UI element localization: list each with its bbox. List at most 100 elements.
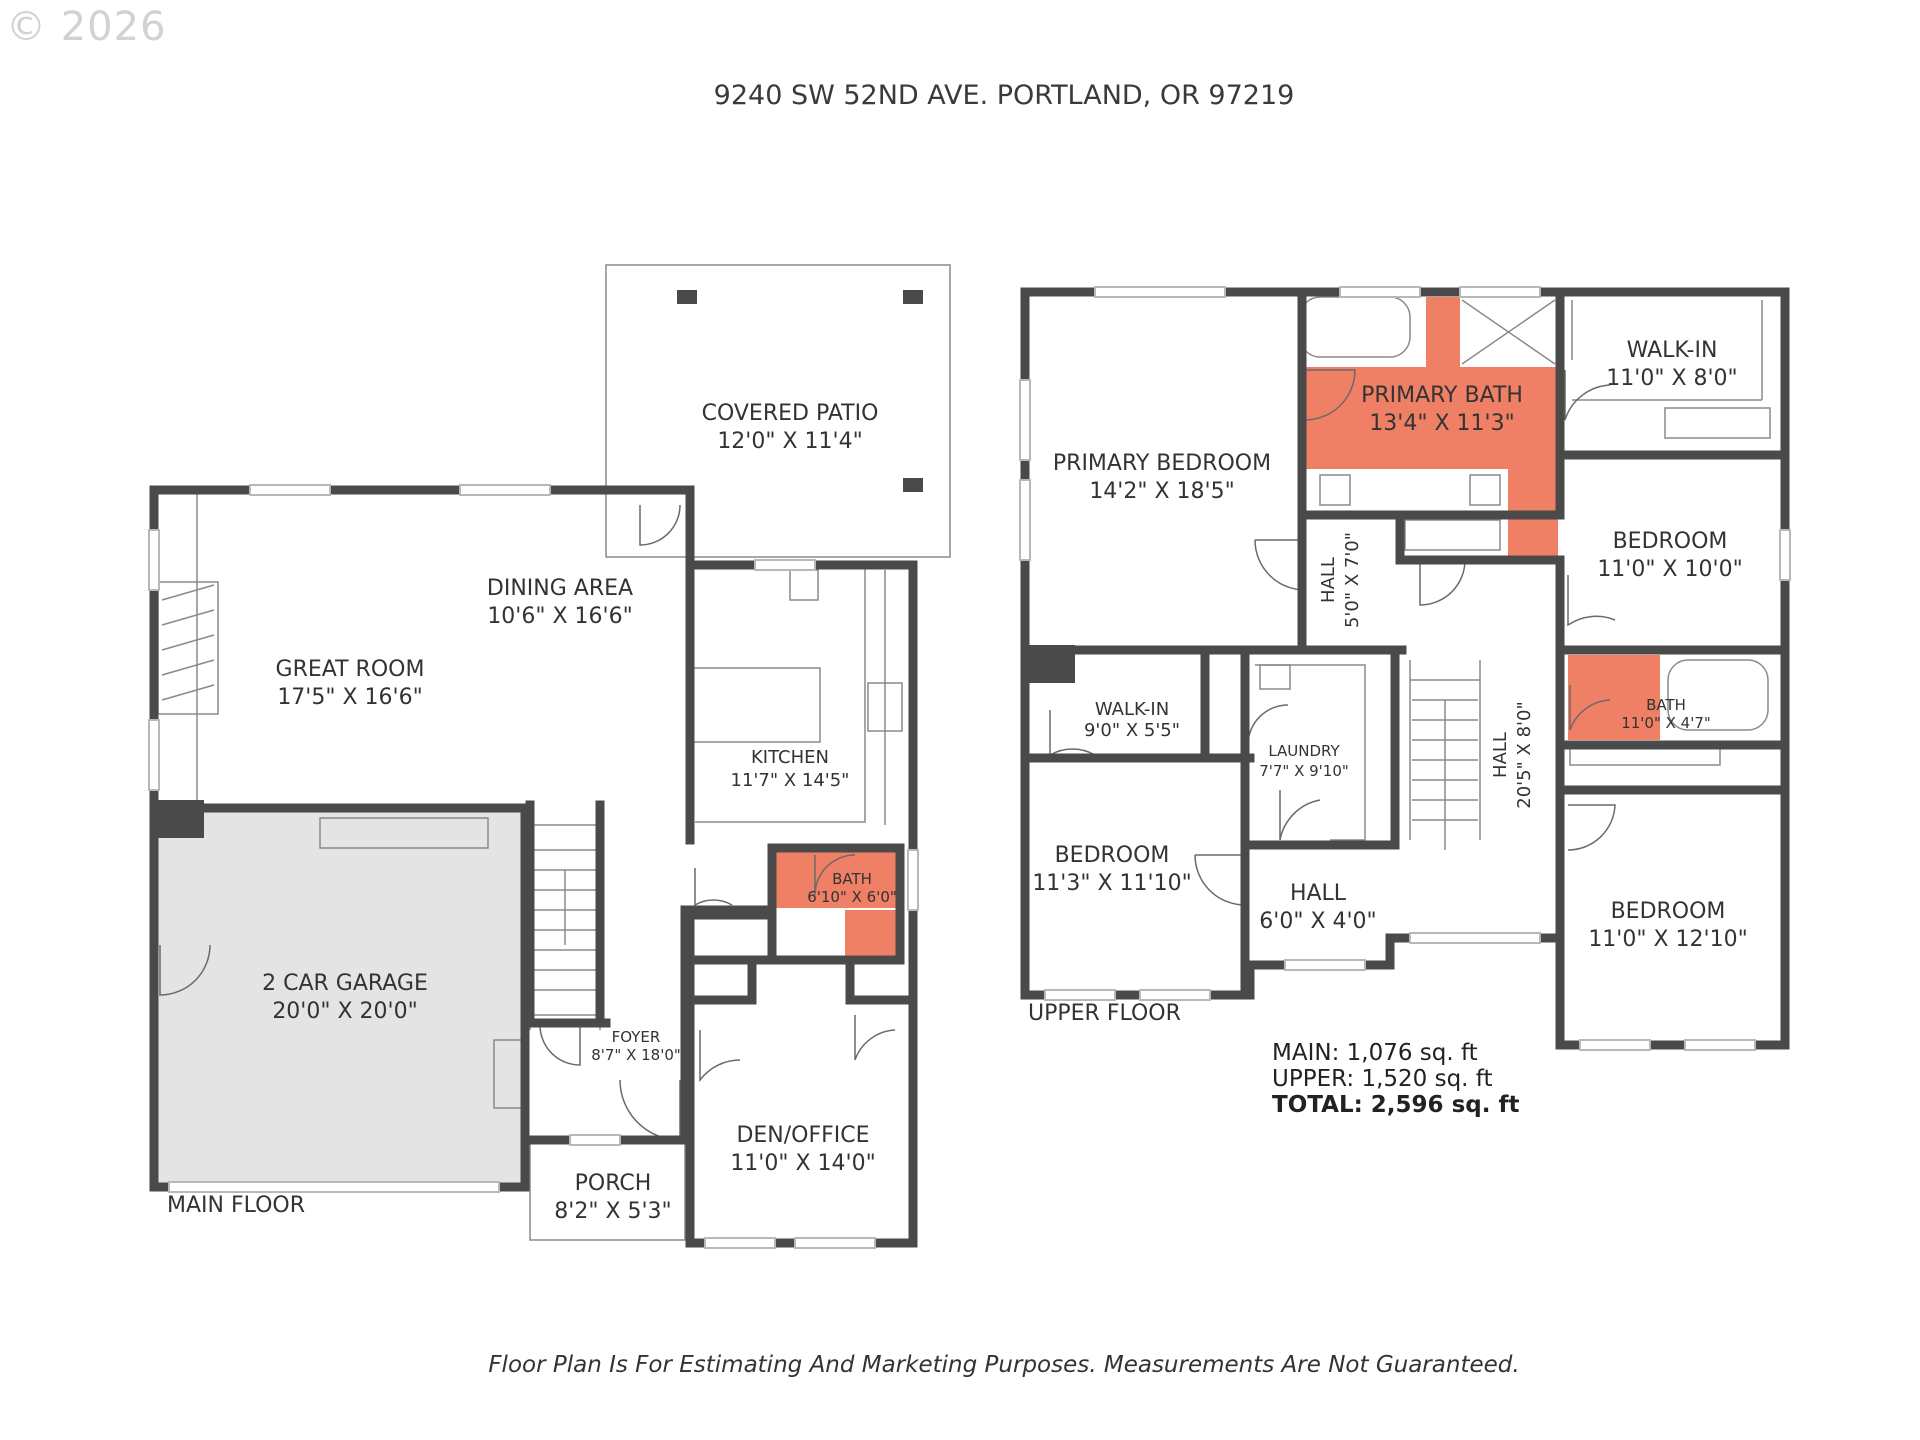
foyer-name: FOYER [612, 1028, 661, 1046]
door-swings [159, 369, 1616, 1141]
upper-bath-name: BATH [1646, 696, 1686, 714]
bedroom-ne-door [1567, 575, 1616, 627]
foyer-wall [525, 800, 611, 1028]
covered-patio-dims: 12'0" X 11'4" [717, 429, 862, 454]
hall-door [1419, 559, 1466, 606]
bedroom-se-dims: 11'0" X 12'10" [1588, 927, 1747, 952]
walkin-closet-outline [1571, 300, 1763, 401]
window-bedroom-se-2 [1684, 1039, 1756, 1051]
bedroom-w-dims: 11'3" X 11'10" [1032, 871, 1191, 896]
patio-door [639, 504, 681, 546]
laundry-dims: 7'7" X 9'10" [1259, 762, 1349, 780]
kitchen-name: KITCHEN [751, 747, 829, 768]
garage-fill [154, 808, 522, 1183]
kitchen-sink [789, 569, 819, 601]
primary-bath-name: PRIMARY BATH [1361, 383, 1523, 408]
hall-long-name: HALL [1490, 732, 1511, 778]
upper-tub [1667, 659, 1769, 731]
upper-sqft: UPPER: 1,520 sq. ft [1272, 1066, 1493, 1092]
walkin-upper-name: WALK-IN [1627, 338, 1718, 363]
bath-walls [1555, 645, 1790, 795]
window-primary-1 [1094, 286, 1226, 298]
dining-area-name: DINING AREA [487, 576, 633, 601]
bedroom-ne-name: BEDROOM [1613, 529, 1728, 554]
solid-blocks [154, 290, 1075, 838]
hall-center-name: HALL [1290, 881, 1347, 906]
garage-dims: 20'0" X 20'0" [272, 999, 417, 1024]
hall-wc-wall [1395, 510, 1565, 565]
windows [148, 286, 1791, 1249]
hall-long-dims: 20'5" X 8'0" [1514, 701, 1535, 809]
bedroom-w-name: BEDROOM [1055, 843, 1170, 868]
interior-divider [1200, 645, 1400, 850]
den-dims: 11'0" X 14'0" [730, 1151, 875, 1176]
room-fills [154, 297, 1772, 1183]
walkin-shelf [1664, 407, 1771, 439]
window-kitchen [754, 559, 816, 571]
main-floor-label: MAIN FLOOR [167, 1193, 305, 1218]
upper-tub-area [1660, 655, 1772, 740]
laundry-name: LAUNDRY [1268, 742, 1340, 760]
den-walls [685, 955, 910, 1005]
kitchen-range [867, 682, 903, 732]
dining-area-dims: 10'6" X 16'6" [487, 604, 632, 629]
window-west-2 [148, 719, 160, 791]
garage-door [159, 944, 211, 996]
great-room-dims: 17'5" X 16'6" [277, 685, 422, 710]
main-sqft: MAIN: 1,076 sq. ft [1272, 1040, 1478, 1066]
upper-floor-label: UPPER FLOOR [1028, 1001, 1181, 1026]
hall-shelf [1404, 519, 1501, 551]
primary-shower-x [1461, 299, 1556, 365]
garage-shelf [319, 817, 489, 849]
window-garage [168, 1181, 500, 1193]
den-closet-door [854, 1015, 896, 1061]
square-footage-summary: MAIN: 1,076 sq. ft UPPER: 1,520 sq. ft T… [1272, 1040, 1519, 1118]
main-bath-dims: 6'10" X 6'0" [807, 888, 897, 906]
great-room-name: GREAT ROOM [276, 657, 425, 682]
disclaimer: Floor Plan Is For Estimating And Marketi… [488, 1352, 1520, 1378]
window-den-1 [704, 1237, 776, 1249]
window-great-room-1 [249, 484, 331, 496]
upper-bath-door [1569, 685, 1611, 731]
primary-bath-south-wall [1297, 292, 1565, 520]
window-bedroom-se-1 [1579, 1039, 1651, 1051]
primary-sink-left [1319, 474, 1351, 506]
upper-south-wall [1020, 287, 1565, 1000]
window-primary-2 [1019, 379, 1031, 461]
hall-small-name: HALL [1318, 557, 1339, 603]
hall-small-dims: 5'0" X 7'0" [1342, 532, 1363, 628]
porch-dims: 8'2" X 5'3" [554, 1199, 671, 1224]
upper-bath-dims: 11'0" X 4'7" [1621, 714, 1711, 732]
laundry-door [1279, 790, 1321, 841]
primary-tub-area [1306, 297, 1426, 367]
walkin-laundry-walls [1020, 645, 1407, 1000]
window-bedroom-ne [1779, 529, 1791, 581]
laundry-counter [1255, 664, 1366, 841]
window-foyer [569, 1134, 621, 1146]
primary-bedroom-dims: 14'2" X 18'5" [1089, 479, 1234, 504]
hall-center-dims: 6'0" X 4'0" [1259, 909, 1376, 934]
total-sqft: TOTAL: 2,596 sq. ft [1272, 1092, 1520, 1118]
window-primary-3 [1019, 479, 1031, 561]
foyer-dims: 8'7" X 18'0" [591, 1046, 681, 1064]
walkin-upper-dims: 11'0" X 8'0" [1606, 366, 1737, 391]
garage-wall [149, 803, 530, 1192]
upper-column [1025, 645, 1075, 683]
porch-name: PORCH [575, 1171, 652, 1196]
window-shower [1459, 286, 1541, 298]
primary-sink-right [1469, 474, 1501, 506]
bath-door [814, 854, 856, 896]
patio-post-nw [677, 290, 697, 304]
room-labels: COVERED PATIO 12'0" X 11'4" DINING AREA … [262, 338, 1748, 1224]
covered-patio-name: COVERED PATIO [702, 401, 879, 426]
main-bath-toilet-fill [845, 910, 900, 960]
walkin-lower-dims: 9'0" X 5'5" [1084, 720, 1180, 741]
foyer-door [539, 1024, 581, 1066]
primary-bath-dims: 13'4" X 11'3" [1369, 411, 1514, 436]
window-den-2 [794, 1237, 876, 1249]
main-bath-name: BATH [832, 870, 872, 888]
window-bedroom-w-2 [1139, 989, 1211, 1001]
main-bath-fill [772, 848, 900, 908]
primary-wc-fill [1508, 455, 1558, 558]
